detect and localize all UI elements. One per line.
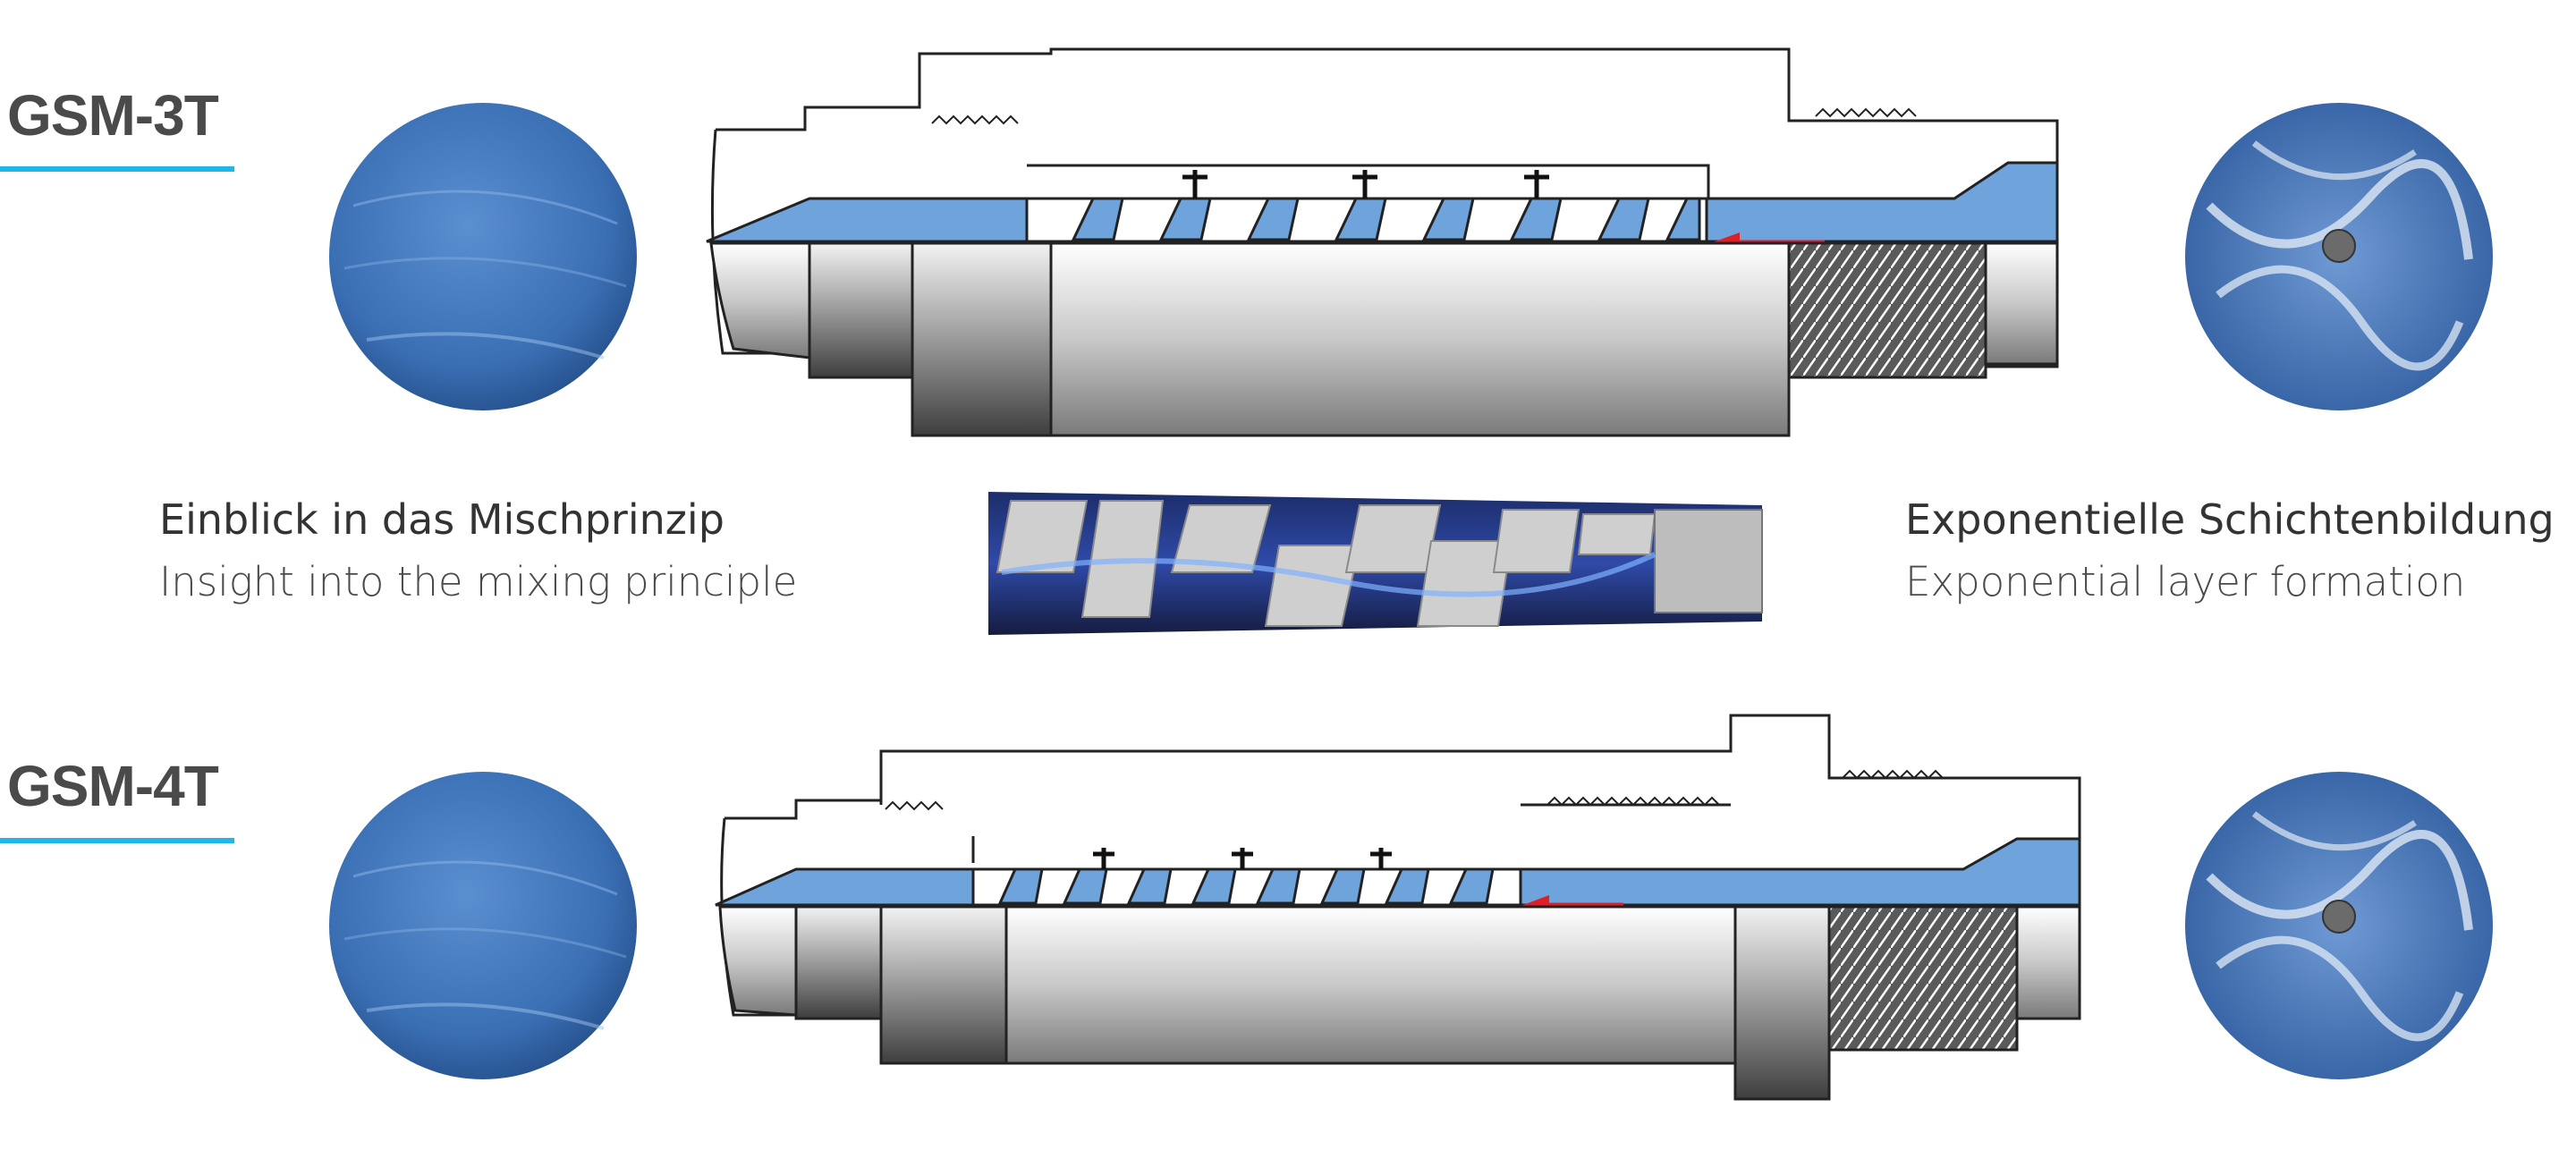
outer-thread-3t: [1815, 107, 1917, 118]
sample-disk-mixed-4t: [2185, 772, 2493, 1079]
outer-thread-4t: [1842, 769, 1944, 780]
flow-channel-4t: [715, 837, 2081, 907]
mixer-housing-4t: [720, 714, 2081, 1019]
outer-thread-3t: [931, 114, 1019, 125]
caption-german: Einblick in das Mischprinzip: [159, 495, 724, 544]
title-underline: [0, 166, 234, 172]
sample-disk-mixed-3t: [2185, 103, 2493, 410]
mixing-vanes-3t: [1071, 197, 1701, 241]
caption-mixing-principle: Einblick in das Mischprinzip Insight int…: [159, 488, 797, 613]
caption-german: Exponentielle Schichtenbildung: [1905, 495, 2555, 544]
caption-english: Exponential layer formation: [1905, 558, 2466, 605]
outer-thread-4t: [885, 800, 944, 811]
mixing-vanes-4t: [997, 867, 1495, 905]
sample-disk-unmixed-4t: [329, 772, 637, 1079]
sample-disk-unmixed-3t: [329, 103, 637, 410]
caption-layer-formation: Exponentielle Schichtenbildung Exponenti…: [1905, 488, 2555, 613]
mixing-element-photo: [988, 492, 1763, 635]
nozzle-body-3t: [709, 241, 2059, 437]
model-title-gsm-4t: GSM-4T: [7, 754, 219, 818]
title-underline: [0, 838, 234, 843]
caption-english: Insight into the mixing principle: [159, 558, 798, 605]
model-title-gsm-3t: GSM-3T: [7, 83, 219, 148]
locating-pin-4t: [1093, 848, 1392, 869]
locating-pin-3t: [1182, 170, 1549, 199]
outer-thread-4t: [1546, 796, 1720, 807]
nozzle-body-4t: [718, 905, 2081, 1101]
